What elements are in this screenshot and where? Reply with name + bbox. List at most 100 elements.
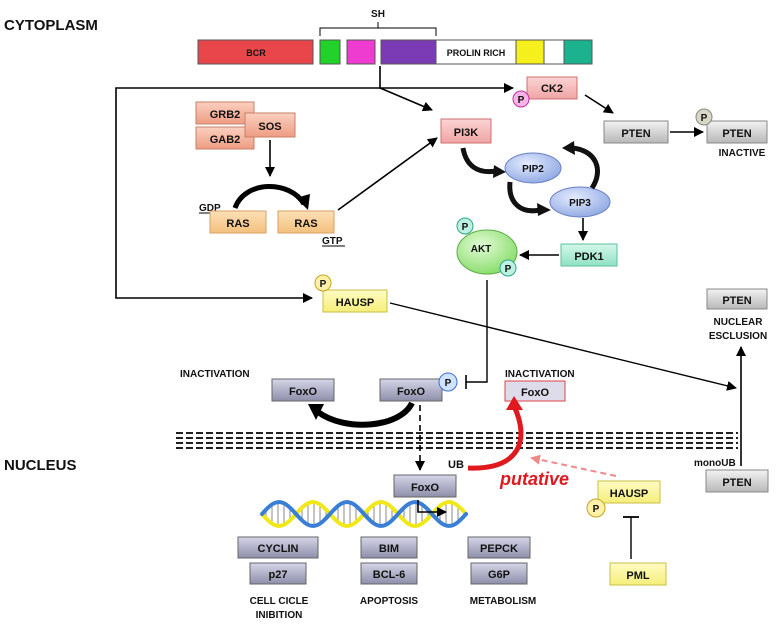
prolin-rich-label: PROLIN RICH	[447, 48, 506, 58]
pip2-oval	[504, 152, 562, 184]
pdk1-label: PDK1	[574, 251, 603, 263]
ck2-box	[526, 76, 578, 100]
dna-helix	[260, 500, 468, 528]
teal-domain	[563, 39, 593, 65]
cyclin-label: CYCLIN	[258, 543, 299, 555]
cell-cycle-outcome-line1: CELL CICLE	[250, 596, 309, 607]
foxo-center-label: FoxO	[397, 386, 426, 398]
foxo-phospho	[438, 372, 458, 392]
akt-phospho-bottom-label: P	[505, 264, 512, 275]
grb2-label: GRB2	[210, 109, 241, 121]
curve-pi3k-pip2	[460, 147, 497, 175]
nuclear-envelope	[176, 432, 738, 449]
pip3-label: PIP3	[569, 198, 591, 209]
pip-cycle-curves	[460, 145, 600, 214]
akt-phospho-bottom	[499, 259, 517, 277]
metabolism-outcome: METABOLISM	[470, 596, 536, 607]
ras-gtp-box	[277, 210, 335, 234]
foxo-left-label: FoxO	[289, 386, 318, 398]
pml-label: PML	[626, 570, 650, 582]
pdk1-box	[560, 243, 618, 267]
ras-cycle: GDP RAS RAS GTP	[199, 184, 345, 247]
pten-mono-label: PTEN	[722, 477, 751, 489]
hausp-cytoplasm-phospho	[314, 274, 332, 292]
transcription-arrow	[417, 500, 447, 517]
sos-label: SOS	[258, 121, 281, 133]
bcr-protein-bar: BCR PROLIN RICH SH	[197, 9, 593, 65]
putative-ub-arrow	[467, 404, 524, 471]
akt-inhibition-line	[466, 280, 488, 383]
dna-strand-blue	[260, 500, 468, 528]
ras-activation-arrowhead	[296, 194, 310, 210]
foxo-export-head	[308, 404, 324, 420]
pepck-label: PEPCK	[480, 543, 518, 555]
purple-domain	[380, 39, 437, 65]
curve-pip2-pip3-head	[537, 203, 551, 216]
ck2-label: CK2	[541, 83, 563, 95]
hausp-cytoplasm-phospho-label: P	[320, 279, 327, 290]
inactivation-right-label: INACTIVATION	[505, 369, 575, 380]
p27-label: p27	[269, 569, 288, 581]
curve-pip3-back-head	[562, 141, 575, 155]
pten-inactive-label: PTEN	[722, 128, 751, 140]
akt-phospho-top-label: P	[462, 222, 469, 233]
nuclear-exclusion-line2: ESCLUSION	[709, 331, 767, 342]
foxo-left-box	[271, 378, 335, 402]
arrow-hausp-to-pten-export	[389, 302, 737, 391]
cyclin-box	[237, 536, 319, 559]
foxo-export-curve	[316, 401, 415, 428]
pten-inactive-box	[706, 120, 768, 144]
pten-phospho	[695, 108, 713, 126]
p27-box	[249, 562, 307, 585]
yellow-domain	[515, 39, 545, 65]
ras-gdp-box	[209, 210, 267, 234]
pip2-label: PIP2	[522, 164, 544, 175]
arrow-ras-to-pi3k	[337, 137, 438, 211]
ck2-phospho-label: P	[518, 95, 525, 106]
green-domain	[319, 39, 341, 65]
pi3k-label: PI3K	[454, 127, 479, 139]
gtp-label: GTP	[322, 236, 343, 247]
hausp-cytoplasm-label: HAUSP	[336, 297, 375, 309]
foxo-nucleus-label: FoxO	[411, 482, 440, 494]
target-genes: CYCLIN p27 BIM BCL-6 PEPCK G6P CELL CICL…	[237, 536, 536, 621]
hausp-cytoplasm-box	[322, 289, 388, 313]
bim-label: BIM	[379, 543, 399, 555]
sh-label: SH	[371, 9, 385, 20]
hausp-nucleus-box	[597, 480, 661, 504]
nucleus-label: NUCLEUS	[4, 457, 77, 474]
g6p-label: G6P	[488, 569, 510, 581]
gab2-box	[195, 126, 255, 150]
foxo-nucleus-box	[393, 474, 457, 498]
pepck-box	[467, 536, 531, 559]
curve-pi3k-pip2-head	[493, 165, 506, 178]
curve-pip3-back	[571, 145, 600, 190]
inactive-label: INACTIVE	[719, 148, 766, 159]
curve-pip2-pip3	[507, 181, 541, 214]
magenta-domain	[346, 39, 376, 65]
ras-activation-curve	[232, 184, 307, 210]
prolin-rich-domain	[435, 39, 517, 65]
white-domain	[543, 39, 565, 65]
akt-label: AKT	[471, 244, 492, 255]
foxo-red-label: FoxO	[521, 387, 550, 399]
gdp-label: GDP	[199, 203, 221, 214]
g6p-box	[470, 562, 528, 585]
pml-box	[609, 562, 667, 586]
nuclear-exclusion-line1: NUCLEAR	[714, 317, 764, 328]
bcl6-label: BCL-6	[373, 569, 405, 581]
putative-label: putative	[499, 469, 569, 489]
pten-excluded-label: PTEN	[722, 295, 751, 307]
sos-box	[244, 112, 296, 138]
monoub-label: monoUB	[694, 458, 736, 469]
pip3-oval	[549, 186, 611, 218]
ub-label: UB	[448, 459, 464, 471]
bim-box	[360, 536, 418, 559]
pten-phospho-label: P	[701, 113, 708, 124]
gab2-label: GAB2	[210, 134, 241, 146]
bcr-arrows	[115, 66, 514, 303]
akt-phospho-top	[456, 217, 474, 235]
adaptor-complex: GRB2 GAB2 SOS	[195, 101, 296, 150]
bcl6-box	[360, 562, 418, 585]
